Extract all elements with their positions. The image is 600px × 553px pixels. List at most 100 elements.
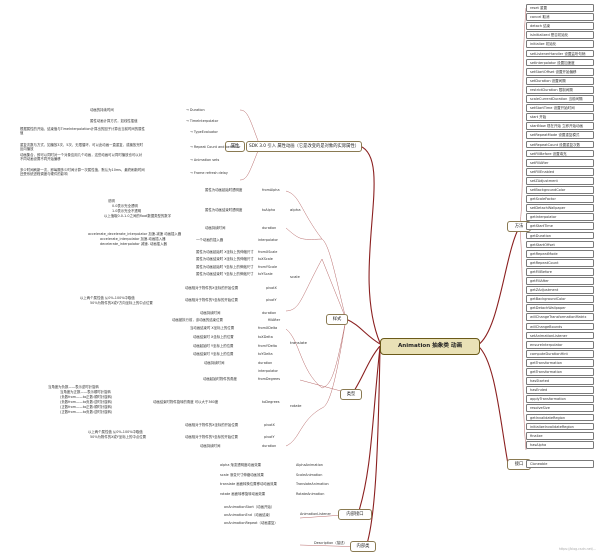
attribute-desc: 动画集合，即可以同时对一个对象应用几个动画，这些动画可以同时播放也可以对不同动画… xyxy=(20,153,143,161)
method-item: setStartTime 设置开始时间 xyxy=(526,104,594,112)
scale-item: 属性为动画结束时 Y坐标上的伸缩尺寸 xyxy=(196,272,254,276)
translate-item: 动画起始时 Y坐标上的位置 xyxy=(193,344,234,348)
alpha-label: alpha xyxy=(290,207,301,212)
method-item: ensureInterpolator xyxy=(526,340,594,349)
method-item: setAnimationListener xyxy=(526,331,594,340)
scale-item: pivotX xyxy=(266,286,277,290)
scale-item: 属性为动画结束时 X坐标上的伸缩尺寸 xyxy=(196,257,254,261)
scale-item: 属性为动画起始时 X坐标上的伸缩尺寸 xyxy=(196,250,254,254)
rotate-item: (正数from——to正数:顺时针旋转) xyxy=(60,405,113,409)
scale-item: decelerate_interpolator 减速- 动画插入器 xyxy=(100,242,167,246)
method-item: setZAdjustment xyxy=(526,176,594,185)
scale-item: interpolator xyxy=(258,238,278,242)
type-desc: translate 画面转换位置移动动画效果 xyxy=(220,482,277,486)
method-item: getTransformation xyxy=(526,368,594,376)
scale-item: accelerate_interpolator 加速-动画插入器 xyxy=(100,237,166,241)
rotate-item: 以上两个属性值 从0%-100%中取值 xyxy=(88,430,143,434)
alpha-item: 0.0表示完全透明 xyxy=(112,204,138,208)
method-item: setRepeatMode 设置重复模式 xyxy=(526,131,594,140)
translate-item: 动画结束时 X坐标上的位置 xyxy=(193,335,234,339)
attribute-name: → Repeat Count and behavior xyxy=(190,145,241,149)
alpha-item: fromAlpha xyxy=(262,188,280,192)
attribute-name: → TimeInterpolator xyxy=(186,119,219,123)
method-item: detach 结束 xyxy=(526,22,594,31)
type-desc: alpha 渐变透明度动画效果 xyxy=(220,463,261,467)
alpha-item: 以上值取0.0-1.0之间的float数据类型的数字 xyxy=(104,214,172,218)
branch-sdk: SDK 3.0 引入 属性动画（它是改变的是对象的实际属性） xyxy=(246,141,362,152)
rotate-label: rotate xyxy=(290,403,302,408)
method-item: getInvalidateRegion xyxy=(526,413,594,422)
type-name: RotateAnimation xyxy=(296,491,325,496)
method-item: resolveSize xyxy=(526,404,594,413)
method-item: setFillEnabled xyxy=(526,167,594,176)
rotate-item: 动画相对于物件的Y坐标的开始位置 xyxy=(185,435,238,439)
rotate-item: (负数from——to正数:顺时针旋转) xyxy=(60,395,113,399)
attribute-desc: 动画的持续时间 xyxy=(90,108,114,112)
translate-item: 动画持续时间 xyxy=(204,361,225,365)
method-item: setInterpolator 设置加速度 xyxy=(526,58,594,67)
scale-item: accelerate_decelerate_interpolator 加速-减速… xyxy=(88,232,182,236)
translate-item: 动画结束时 Y坐标上的位置 xyxy=(193,352,234,356)
method-item: getScaleFactor xyxy=(526,195,594,203)
scale-item: 动画被执行前，该动画的结束位置 xyxy=(172,318,223,322)
method-item: getInterpolator xyxy=(526,213,594,222)
rotate-item: fromDegrees xyxy=(258,377,280,381)
method-item: willChangeTransformationMatrix xyxy=(526,313,594,322)
attribute-desc: 根据属性的开始、结束值与TimeInterpolation计算出的因子计算出当前… xyxy=(20,127,145,135)
rotate-item: duration xyxy=(262,444,277,448)
rotate-item: interpolator xyxy=(258,369,278,373)
inner-class-item: Description（描述） xyxy=(314,541,347,545)
type-name: AlphaAnimation xyxy=(296,463,323,467)
alpha-item: 1.0表示完全不透明 xyxy=(112,209,142,213)
method-item: getTransformation xyxy=(526,358,594,367)
attribute-name: → Animation sets xyxy=(190,158,220,162)
method-item: finalize xyxy=(526,431,594,440)
method-item: setDuration 设置间隔 xyxy=(526,76,594,85)
type-desc: rotate 画面转移旋转动画效果 xyxy=(220,491,266,496)
method-item: restrictDuration 限制间隔 xyxy=(526,85,594,94)
method-item: getBackgroundColor xyxy=(526,295,594,304)
scale-item: 50%为物件的X或Y方向坐标上的中点位置 xyxy=(90,301,153,305)
method-item: setBackgroundColor xyxy=(526,186,594,194)
method-item: setDetachWallpaper xyxy=(526,204,594,213)
method-item: setRepeatCount 设置重复次数 xyxy=(526,140,594,149)
method-item: getFillBefore xyxy=(526,267,594,276)
method-item: hasAlpha xyxy=(526,440,594,449)
method-item: startNow 现在开始 立即开始动画 xyxy=(526,122,594,131)
scale-item: fromYScale xyxy=(258,265,278,269)
scale-item: toYScale xyxy=(258,272,273,276)
alpha-item: duration xyxy=(262,226,277,230)
method-item: willChangeBounds xyxy=(526,322,594,331)
translate-item: toYDelta xyxy=(258,352,273,356)
type-name: TranslateAnimation xyxy=(296,482,329,486)
type-desc: scale 渐变尺寸伸缩动画效果 xyxy=(220,472,264,477)
method-item: getFillAfter xyxy=(526,277,594,285)
branch-attributes: 属性 xyxy=(225,141,245,152)
method-item: getStartOffset xyxy=(526,240,594,249)
alpha-item: 属性为动画结束时透明度 xyxy=(205,208,243,212)
scale-item: 动画持续时间 xyxy=(200,311,221,315)
branch-category: 类型 xyxy=(340,389,362,400)
attribute-desc: 重复次数与方式，如播放3次、5次、无限循环，可以此动画一直重复，或播放完时反向播… xyxy=(20,143,143,151)
scale-item: toXScale xyxy=(258,257,273,261)
inner-interface-item: onAnimationEnd（动画结束） xyxy=(224,513,273,517)
attribute-name: → Frame refresh delay xyxy=(190,171,228,175)
method-item: getDuration xyxy=(526,231,594,240)
scale-item: 以上两个属性值 从0%-100%中取值 xyxy=(80,296,135,300)
method-item: scaleCurrentDuration 当前间隔 xyxy=(526,95,594,103)
scale-label: scale xyxy=(290,274,300,279)
method-item: setListenerHandler 设置监听句柄 xyxy=(526,49,594,58)
method-item: setFillAfter xyxy=(526,158,594,167)
rotate-item: 动画持续时间 xyxy=(200,444,221,448)
root-node: Animation 抽象类 动画 xyxy=(380,338,480,355)
method-item: getRepeatMode xyxy=(526,249,594,258)
translate-item: toXDelta xyxy=(258,335,273,339)
method-item: applyTransformation xyxy=(526,395,594,404)
method-item: isInitialized 是否初始化 xyxy=(526,31,594,40)
rotate-item: 当角度为正数——表示顺时针旋转 xyxy=(60,390,111,394)
rotate-item: (正数from——to负数:逆时针旋转) xyxy=(60,410,113,414)
branch-inner-class: 内部类 xyxy=(350,541,376,552)
scale-item: pivotY xyxy=(266,298,277,302)
method-item: setFillBefore 设置填充 xyxy=(526,149,594,158)
